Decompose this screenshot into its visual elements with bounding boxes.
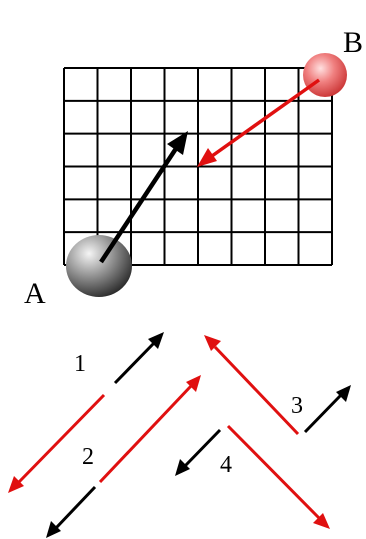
label-a: A (24, 277, 46, 310)
label-b: B (343, 26, 363, 59)
vector-4 (175, 424, 330, 529)
ball-b (303, 53, 347, 97)
vector-2 (46, 375, 201, 538)
label-2: 2 (82, 444, 94, 470)
vector-3 (204, 335, 351, 436)
ball-a (66, 235, 132, 297)
displacement-arrow-red (197, 78, 321, 167)
label-1: 1 (74, 351, 86, 377)
label-4: 4 (220, 452, 232, 478)
vector-1 (8, 332, 164, 493)
displacement-arrow-black (99, 131, 188, 264)
label-3: 3 (291, 393, 303, 419)
